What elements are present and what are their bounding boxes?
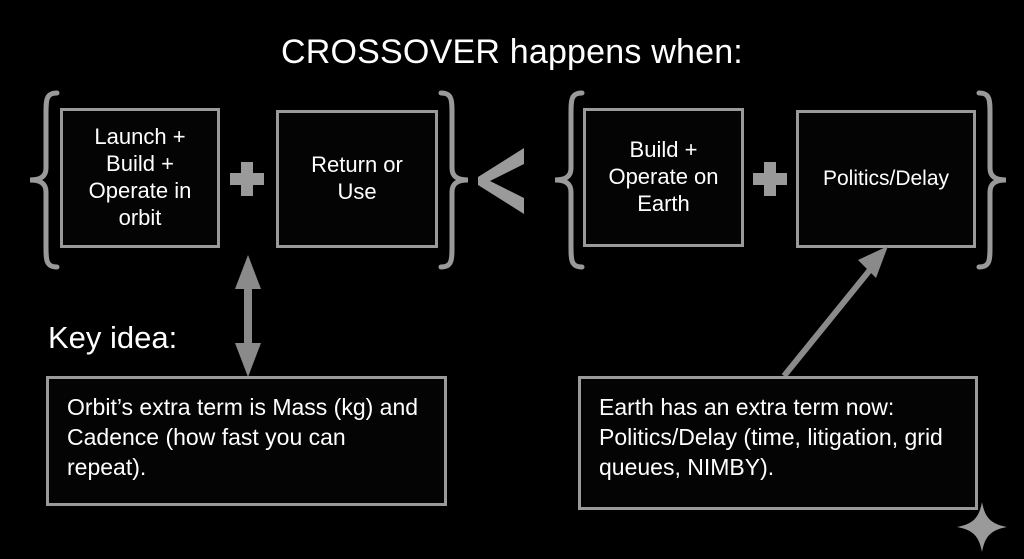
note-box-earth[interactable]: Earth has an extra term now: Politics/De… <box>578 376 978 510</box>
term-box-build-operate-on-earth[interactable]: Build + Operate on Earth <box>583 108 744 247</box>
term-box-return-or-use[interactable]: Return or Use <box>276 110 438 248</box>
page-title: CROSSOVER happens when: <box>281 33 743 71</box>
left-group-open-brace-icon <box>26 90 60 270</box>
right-group-open-brace-icon <box>551 90 585 270</box>
right-group-close-brace-icon <box>976 90 1010 270</box>
plus-icon-right-group <box>753 162 787 196</box>
double-headed-vertical-arrow-icon <box>228 255 268 377</box>
note-box-orbit[interactable]: Orbit’s extra term is Mass (kg) and Cade… <box>46 376 447 506</box>
term-label: Politics/Delay <box>822 167 950 191</box>
key-idea-label: Key idea: <box>48 320 178 355</box>
term-label: Launch + Build + Operate in orbit <box>88 124 192 230</box>
four-point-star-sparkle-icon <box>955 500 1009 554</box>
term-box-launch-build-operate-in-orbit[interactable]: Launch + Build + Operate in orbit <box>60 108 220 248</box>
less-than-icon <box>478 148 526 214</box>
term-label: Build + Operate on Earth <box>608 137 719 216</box>
diagonal-arrow-up-right-icon <box>780 240 900 380</box>
term-label: Return or Use <box>311 152 403 204</box>
note-text: Earth has an extra term now: Politics/De… <box>599 394 943 480</box>
left-group-close-brace-icon <box>438 90 472 270</box>
plus-icon-left-group <box>230 162 264 196</box>
note-text: Orbit’s extra term is Mass (kg) and Cade… <box>67 394 419 480</box>
term-box-politics-delay[interactable]: Politics/Delay <box>796 110 976 248</box>
